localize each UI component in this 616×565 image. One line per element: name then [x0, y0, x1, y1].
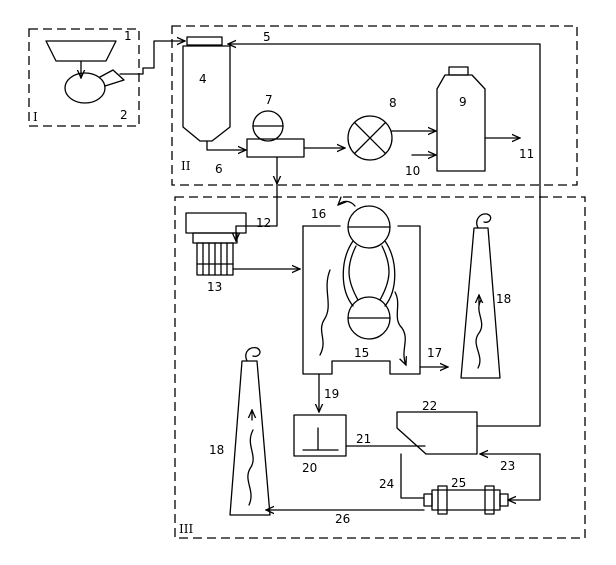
label-7: 7 [265, 93, 273, 107]
pipe-bunker-to-feeder [206, 140, 246, 150]
label-15: 15 [354, 346, 369, 360]
label-19: 19 [324, 387, 339, 401]
label-21: 21 [356, 432, 371, 446]
label-23: 23 [500, 459, 515, 473]
label-24: 24 [379, 477, 394, 491]
flow-left [319, 269, 331, 356]
section-I-boundary [28, 28, 140, 127]
label-20: 20 [302, 461, 317, 475]
hopper-1 [45, 40, 117, 62]
label-22: 22 [422, 399, 437, 413]
section-II-label: II [181, 159, 191, 173]
label-1: 1 [124, 29, 132, 43]
label-18-left: 18 [209, 443, 224, 457]
burner-12-13 [185, 212, 247, 276]
flow-right [394, 291, 406, 365]
label-11: 11 [519, 147, 534, 161]
section-II-boundary [171, 25, 578, 186]
recycle-line-5 [228, 44, 541, 427]
separator-8 [347, 115, 393, 161]
label-9: 9 [459, 95, 467, 109]
column-9 [436, 66, 486, 172]
label-25: 25 [451, 476, 466, 490]
pipe-crusher-to-bunker [119, 41, 185, 75]
label-26: 26 [335, 512, 350, 526]
chimney-18-right [460, 213, 501, 379]
label-2: 2 [120, 108, 128, 122]
label-10: 10 [405, 164, 420, 178]
label-12: 12 [256, 216, 271, 230]
rotary-drum-25 [423, 485, 509, 515]
bunker-4 [182, 36, 231, 142]
crusher-2 [64, 69, 125, 104]
section-III-label: III [179, 522, 193, 536]
label-17: 17 [427, 346, 442, 360]
label-4: 4 [199, 72, 207, 86]
label-18-right: 18 [496, 292, 511, 306]
tank-20 [293, 414, 347, 457]
arrow-16 [338, 201, 356, 207]
label-6: 6 [215, 162, 223, 176]
classifier-22 [396, 411, 478, 455]
furnace-15 [302, 205, 421, 375]
pipe-24 [400, 453, 425, 499]
section-I-label: I [33, 110, 38, 124]
section-III-boundary [174, 196, 586, 539]
label-13: 13 [207, 280, 222, 294]
label-16: 16 [311, 207, 326, 221]
chimney-18-left [229, 346, 271, 516]
pipe-23-to-drum [508, 453, 541, 500]
label-5: 5 [263, 30, 271, 44]
label-8: 8 [389, 96, 397, 110]
mill-7 [246, 110, 305, 158]
